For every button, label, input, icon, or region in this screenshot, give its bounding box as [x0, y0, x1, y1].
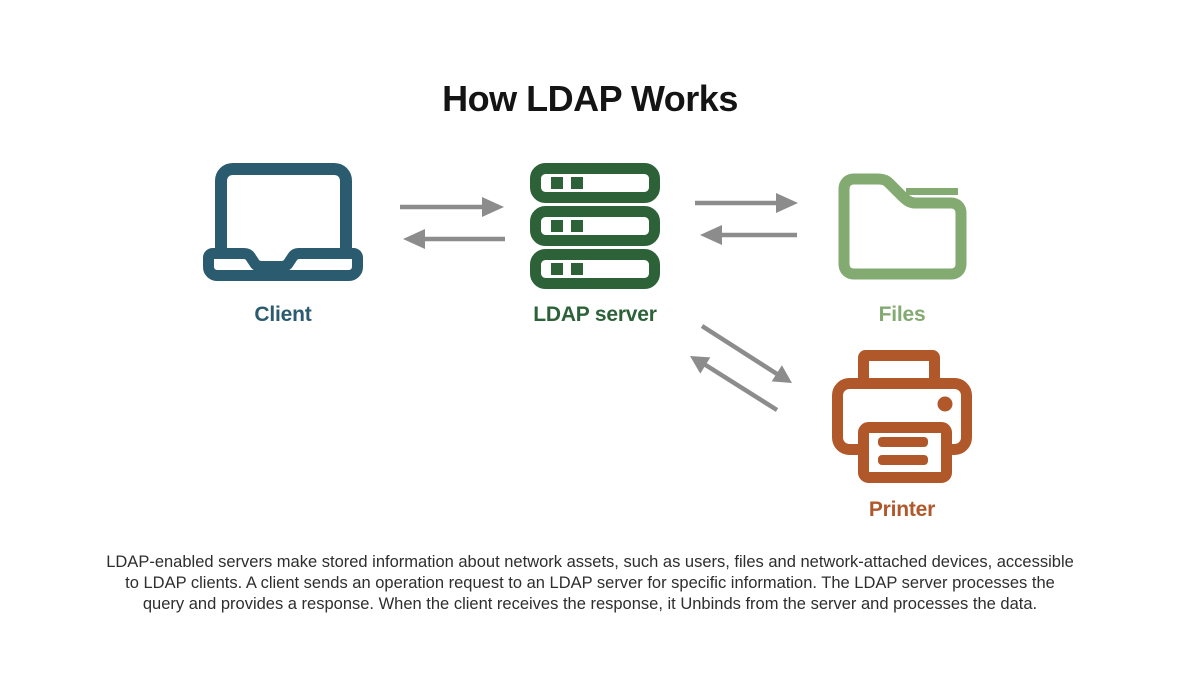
laptop-icon	[203, 163, 363, 281]
description: LDAP-enabled servers make stored informa…	[0, 552, 1180, 615]
folder-icon	[838, 173, 967, 280]
arrow-server-to-client	[403, 229, 505, 249]
arrow-server-to-printer	[700, 324, 792, 383]
description-line-1: LDAP-enabled servers make stored informa…	[106, 553, 1074, 571]
arrow-files-to-server	[700, 225, 797, 245]
printer-icon	[832, 350, 972, 483]
diagram-title: How LDAP Works	[442, 78, 738, 119]
description-line-3: query and provides a response. When the …	[142, 595, 1038, 613]
node-label-files: Files	[878, 303, 926, 326]
description-line-2: to LDAP clients. A client sends an opera…	[125, 574, 1055, 592]
arrow-client-to-server	[400, 197, 504, 217]
node-label-ldap-server: LDAP server	[533, 303, 657, 326]
node-label-printer: Printer	[868, 498, 936, 521]
server-icon	[530, 163, 660, 289]
arrow-printer-to-server	[690, 356, 779, 412]
node-label-client: Client	[254, 303, 312, 326]
arrow-server-to-files	[695, 193, 798, 213]
